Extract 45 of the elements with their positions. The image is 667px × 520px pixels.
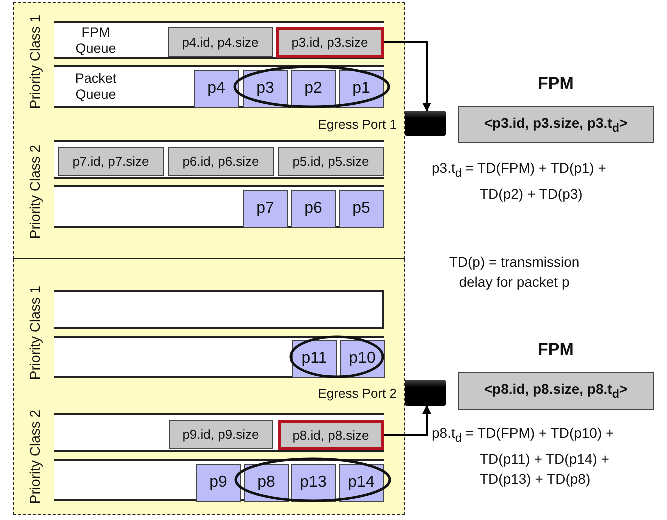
packet-cell: p2 <box>291 70 336 108</box>
formula-note: TD(p) = transmission delay for packet p <box>448 253 581 292</box>
egress-port-bar <box>405 111 446 136</box>
fpm-heading: FPM <box>537 74 575 94</box>
fpm-message-text: <p8.id, p8.size, p8.t$_{d}$> <box>484 381 628 401</box>
highlighted-metadata-cell: p3.id, p3.size <box>276 27 384 58</box>
fpm-heading: FPM <box>537 340 575 360</box>
port-label: Egress Port 2 <box>318 386 397 401</box>
formula-note: p3.t$_{d}$ = TD(FPM) + TD(p1) + TD(p2) + TD(p3) <box>432 159 608 204</box>
metadata-cell: p5.id, p5.size <box>278 147 384 176</box>
packet-cell: p9 <box>196 464 241 502</box>
priority-class-label: Priority Class 2 <box>27 410 44 504</box>
fpm-message-text: <p3.id, p3.size, p3.t$_{d}$> <box>484 114 628 134</box>
priority-class-label: Priority Class 1 <box>27 286 44 380</box>
queue-row <box>54 140 384 179</box>
packet-cell: p5 <box>339 190 384 228</box>
queue-row <box>54 185 384 228</box>
queue-row <box>54 336 384 378</box>
formula-note: p8.t$_{d}$ = TD(FPM) + TD(p10) + TD(p11) + TD(p14) + TD(p13) + TD(p8) <box>432 424 616 489</box>
packet-cell: p7 <box>243 190 288 228</box>
packet-cell: p6 <box>291 190 336 228</box>
queue-row <box>54 21 384 59</box>
priority-class-label: Priority Class 2 <box>27 144 44 240</box>
packet-cell: p13 <box>291 464 336 502</box>
queue-row <box>54 459 384 501</box>
packet-cell: p4 <box>194 70 239 108</box>
queue-label: FPM Queue <box>74 25 118 57</box>
metadata-cell: p9.id, p9.size <box>169 420 273 449</box>
arrow <box>384 42 432 112</box>
queue-row <box>54 413 384 452</box>
queue-row <box>54 290 384 329</box>
highlighted-metadata-cell: p8.id, p8.size <box>278 420 384 450</box>
priority-class-label: Priority Class 1 <box>27 14 44 110</box>
metadata-cell: p6.id, p6.size <box>168 147 274 176</box>
port-label: Egress Port 1 <box>318 117 397 132</box>
metadata-cell: p4.id, p4.size <box>168 27 273 57</box>
arrow <box>384 405 432 436</box>
packet-cell: p8 <box>244 464 289 502</box>
packet-cell: p14 <box>339 464 384 502</box>
metadata-cell: p7.id, p7.size <box>58 147 164 176</box>
queue-row <box>54 65 384 108</box>
port-panel <box>13 259 405 515</box>
queue-label: Packet Queue <box>74 71 118 103</box>
egress-port-bar <box>405 380 446 406</box>
port-panel <box>13 2 405 259</box>
